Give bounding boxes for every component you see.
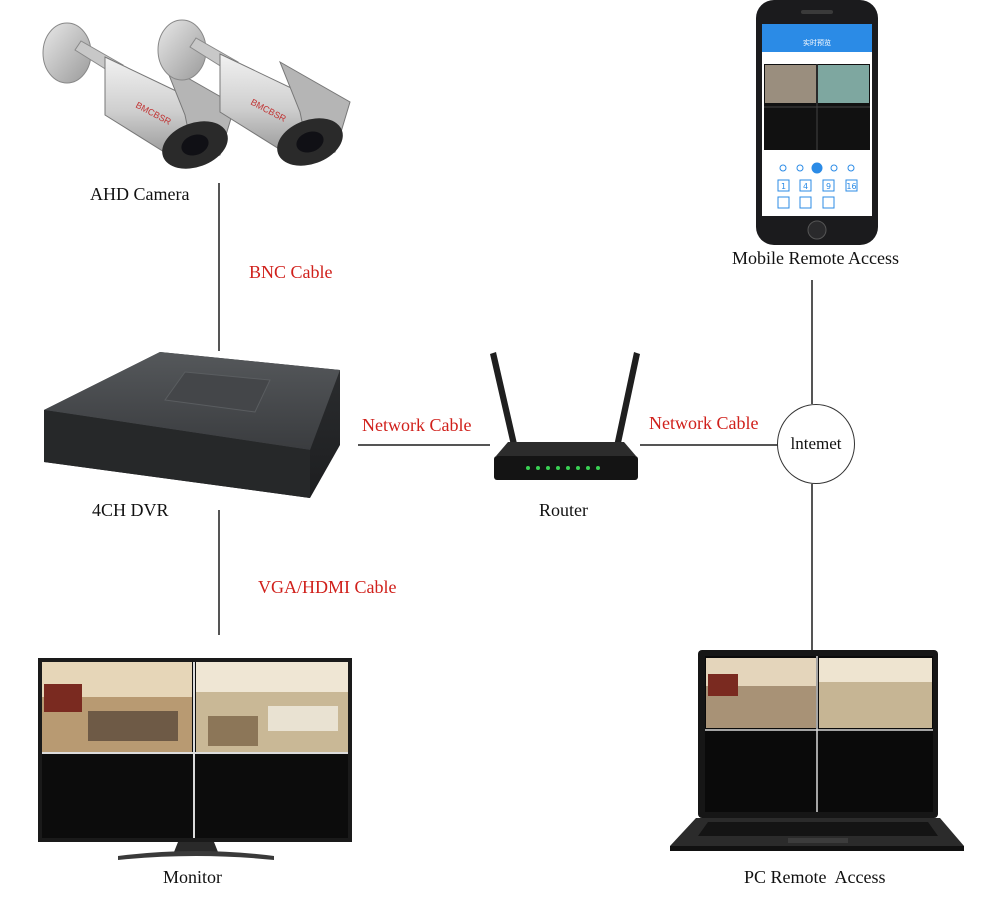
svg-text:1: 1 bbox=[781, 182, 786, 191]
svg-text:16: 16 bbox=[846, 182, 856, 191]
laptop-illustration bbox=[670, 650, 964, 851]
vga-cable-label: VGA/HDMI Cable bbox=[258, 577, 397, 597]
dvr-illustration bbox=[44, 352, 340, 498]
network-cable-line-left bbox=[358, 444, 490, 446]
camera-right: BMCBSR bbox=[157, 19, 351, 166]
camera-label: AHD Camera bbox=[90, 184, 190, 204]
router-label: Router bbox=[539, 500, 588, 520]
mobile-phone-illustration: 实时预览 1 4 9 16 bbox=[756, 0, 878, 245]
mobile-internet-line bbox=[811, 280, 813, 404]
svg-text:9: 9 bbox=[826, 182, 831, 191]
router-illustration bbox=[490, 352, 640, 480]
pc-internet-line bbox=[811, 484, 813, 784]
svg-text:4: 4 bbox=[803, 182, 808, 191]
router-leds bbox=[526, 466, 600, 470]
network-cable-label-left: Network Cable bbox=[362, 415, 472, 435]
vga-cable-line bbox=[218, 510, 220, 635]
svg-text:实时预览: 实时预览 bbox=[803, 38, 831, 47]
mobile-label: Mobile Remote Access bbox=[732, 248, 899, 268]
bnc-cable-label: BNC Cable bbox=[249, 262, 333, 282]
ahd-camera-illustration: BMCBSR BMCBSR bbox=[42, 19, 351, 169]
internet-label: lntemet bbox=[790, 434, 842, 453]
bnc-cable-line bbox=[218, 183, 220, 351]
network-cable-line-right bbox=[640, 444, 778, 446]
camera-left: BMCBSR bbox=[42, 22, 236, 169]
monitor-illustration bbox=[38, 658, 352, 860]
internet-node: lntemet bbox=[777, 404, 855, 484]
network-cable-label-right: Network Cable bbox=[649, 413, 759, 433]
pc-label: PC Remote Access bbox=[744, 867, 886, 887]
dvr-label: 4CH DVR bbox=[92, 500, 169, 520]
monitor-label: Monitor bbox=[163, 867, 223, 887]
